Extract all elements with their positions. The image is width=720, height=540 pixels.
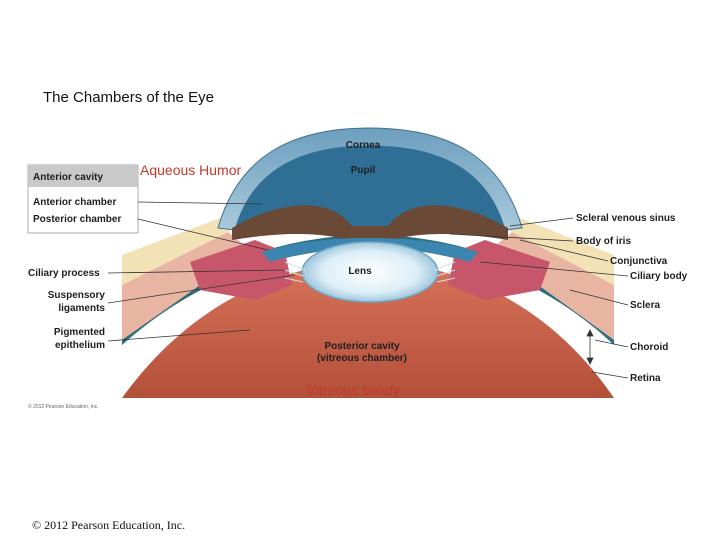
ciliary-process-label: Ciliary process: [28, 268, 100, 279]
copyright-footer: © 2012 Pearson Education, Inc.: [32, 518, 186, 532]
sclera-label: Sclera: [630, 300, 660, 311]
pupil-label: Pupil: [351, 165, 376, 176]
posterior-chamber-label: Posterior chamber: [33, 214, 121, 225]
retina-label: Retina: [630, 373, 661, 384]
suspensory-label: Suspensory: [48, 290, 106, 301]
suspensory-ligaments: [284, 261, 456, 283]
scleral-venous-sinus-label: Scleral venous sinus: [576, 213, 676, 224]
figure-copyright: © 2012 Pearson Education, Inc.: [28, 404, 99, 410]
vitreous-chamber-label: (vitreous chamber): [317, 353, 407, 364]
lens: [301, 241, 439, 303]
iris: [232, 205, 508, 240]
anterior-chamber-label: Anterior chamber: [33, 197, 116, 208]
posterior-cavity-label: Posterior cavity: [324, 341, 399, 352]
vitreous-body-label: Vitreous boody: [307, 382, 401, 398]
aqueous-humor-label: Aqueous Humor: [140, 162, 242, 178]
epithelium-label: epithelium: [55, 340, 105, 351]
ciliary-body-label: Ciliary body: [630, 271, 688, 282]
conjunctiva-label: Conjunctiva: [610, 256, 668, 267]
pigmented-label: Pigmented: [54, 327, 105, 338]
cornea-label: Cornea: [346, 140, 381, 151]
lens-label: Lens: [348, 266, 372, 277]
anterior-cavity-header: [28, 165, 138, 187]
ligaments-label: ligaments: [58, 303, 105, 314]
choroid-bracket: [586, 329, 594, 365]
choroid-label: Choroid: [630, 342, 668, 353]
slide-title: The Chambers of the Eye: [43, 89, 214, 106]
posterior-chamber: [262, 238, 478, 262]
anterior-cavity-label: Anterior cavity: [33, 172, 103, 183]
leader-lines: [107, 201, 629, 379]
body-of-iris-label: Body of iris: [576, 236, 631, 247]
